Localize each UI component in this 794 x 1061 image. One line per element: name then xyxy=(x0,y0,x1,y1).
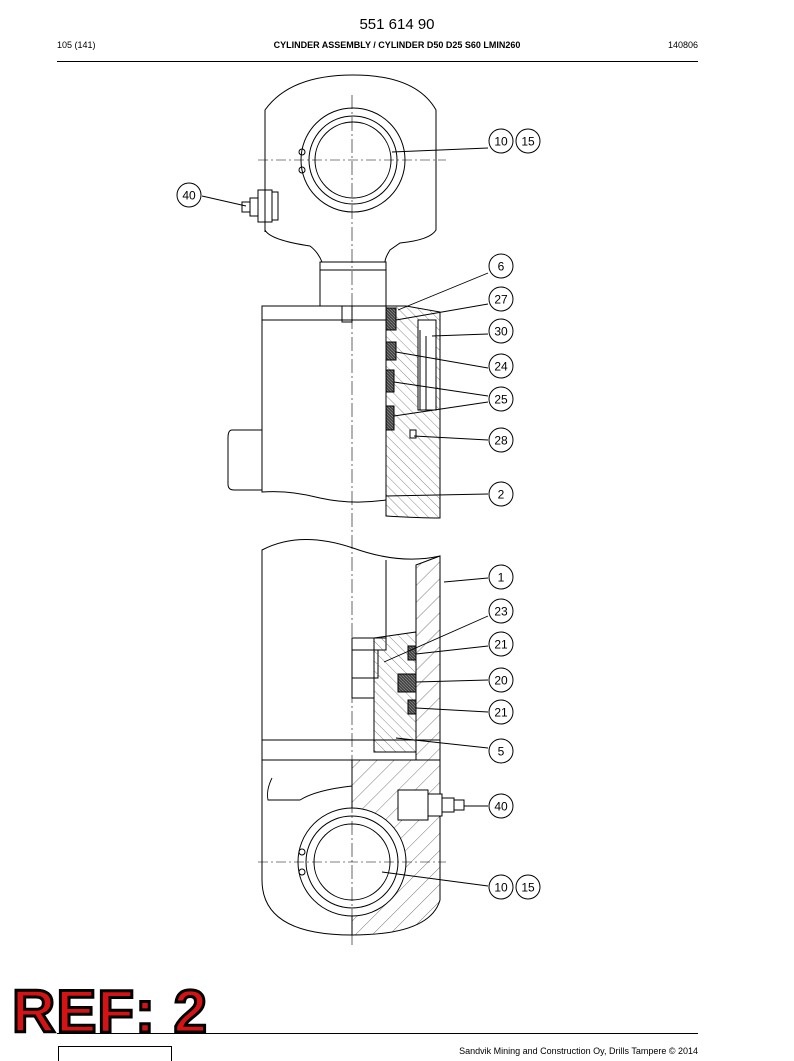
callout-label: 21 xyxy=(494,638,508,652)
callout-10-bottom xyxy=(488,874,514,900)
callout-10-top xyxy=(488,128,514,154)
page-number: 105 (141) xyxy=(57,40,96,50)
callout-6 xyxy=(488,253,514,279)
callout-2 xyxy=(488,481,514,507)
callout-label: 10 xyxy=(494,881,508,895)
top-rod-eye xyxy=(258,74,446,263)
callout-1 xyxy=(488,564,514,590)
callout-27 xyxy=(488,286,514,312)
callout-label: 15 xyxy=(521,881,535,895)
callout-label: 6 xyxy=(498,260,505,274)
callout-21a xyxy=(488,631,514,657)
callout-label: 28 xyxy=(494,434,508,448)
callout-label: 23 xyxy=(494,605,508,619)
date-code: 140806 xyxy=(667,40,698,50)
callout-label: 2 xyxy=(498,488,505,502)
document-number: 551 614 90 xyxy=(359,16,435,33)
callout-28 xyxy=(488,427,514,453)
callout-40-bottom xyxy=(488,793,514,819)
callout-label: 40 xyxy=(494,800,508,814)
grease-nipple-top xyxy=(241,189,279,223)
callout-15-top xyxy=(515,128,541,154)
callout-label: 30 xyxy=(494,325,508,339)
callout-label: 21 xyxy=(494,706,508,720)
callout-label: 5 xyxy=(498,745,505,759)
callout-label: 20 xyxy=(494,674,508,688)
callout-40-top xyxy=(176,182,202,208)
callout-label: 24 xyxy=(494,360,508,374)
callout-15-bottom xyxy=(515,874,541,900)
callout-21b xyxy=(488,699,514,725)
callout-label: 15 xyxy=(521,135,535,149)
page-title: CYLINDER ASSEMBLY / CYLINDER D50 D25 S60… xyxy=(273,40,521,50)
callout-label: 10 xyxy=(494,135,508,149)
piston xyxy=(262,631,440,753)
ref-stamp: REF: 2 xyxy=(10,978,209,1045)
callout-24 xyxy=(488,353,514,379)
cylinder-head xyxy=(227,305,441,519)
callout-23 xyxy=(488,598,514,624)
grease-nipple-bottom xyxy=(397,789,465,821)
leader-lines xyxy=(201,147,489,887)
callout-label: 1 xyxy=(498,571,505,585)
rod-neck xyxy=(319,261,387,307)
callout-30 xyxy=(488,318,514,344)
copyright: Sandvik Mining and Construction Oy, Dril… xyxy=(459,1046,698,1056)
callout-25 xyxy=(488,386,514,412)
callout-5 xyxy=(488,738,514,764)
callout-20 xyxy=(488,667,514,693)
callout-label: 40 xyxy=(182,189,196,203)
callout-label: 25 xyxy=(494,393,508,407)
footer-rule xyxy=(57,1033,698,1034)
header-rule xyxy=(57,61,698,62)
sandvik-logo xyxy=(58,1046,172,1061)
callout-label: 27 xyxy=(494,293,508,307)
